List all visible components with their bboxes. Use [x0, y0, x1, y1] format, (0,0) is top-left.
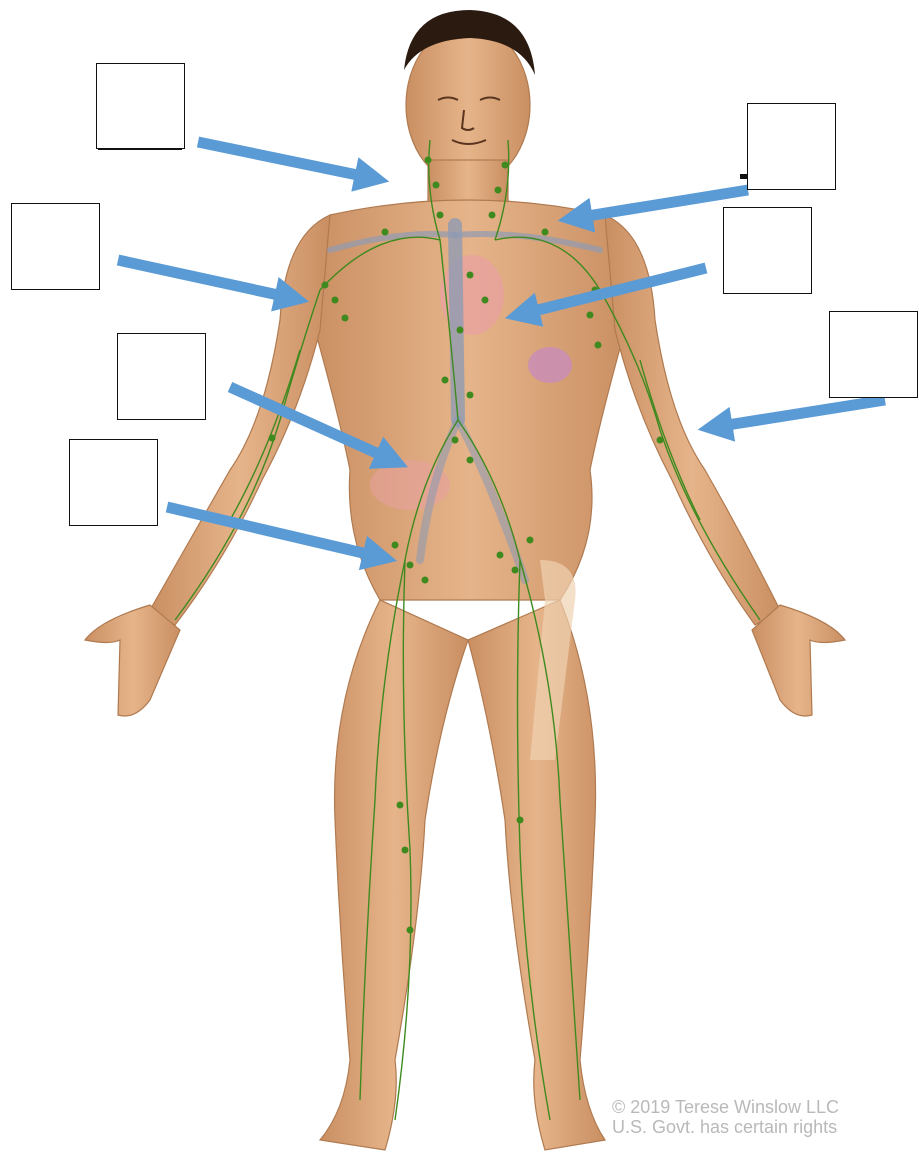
lymph-node	[425, 157, 432, 164]
label-box-thymus[interactable]	[723, 207, 812, 294]
lymph-node	[433, 182, 440, 189]
left-leg	[320, 600, 468, 1150]
label-box-intestine[interactable]	[117, 333, 206, 420]
spleen	[528, 347, 572, 383]
lymph-node	[657, 437, 664, 444]
label-box-axilla[interactable]	[11, 203, 100, 290]
lymph-node	[437, 212, 444, 219]
lymph-node	[397, 802, 404, 809]
copyright-line-2: U.S. Govt. has certain rights	[612, 1117, 912, 1137]
arrow-elbow-right	[715, 400, 885, 427]
lymph-node	[467, 392, 474, 399]
lymph-node	[517, 817, 524, 824]
lymph-node	[595, 342, 602, 349]
label-box-neck[interactable]	[96, 63, 185, 149]
right-hand	[752, 605, 845, 716]
lymph-node	[402, 847, 409, 854]
arrow-neck-left	[198, 142, 372, 178]
lymph-node	[407, 562, 414, 569]
label-box-groin[interactable]	[69, 439, 158, 526]
lymph-node	[467, 272, 474, 279]
lymph-node	[502, 162, 509, 169]
lymph-node	[542, 229, 549, 236]
body-silhouette	[85, 10, 845, 1150]
lymph-node	[467, 457, 474, 464]
copyright-notice: © 2019 Terese Winslow LLC U.S. Govt. has…	[612, 1097, 912, 1137]
arrow-axilla-left	[118, 260, 292, 298]
lymph-node	[489, 212, 496, 219]
lymph-node	[495, 187, 502, 194]
lymph-node	[457, 327, 464, 334]
lymph-node	[392, 542, 399, 549]
lymph-node	[382, 229, 389, 236]
lymph-node	[527, 537, 534, 544]
copyright-line-1: © 2019 Terese Winslow LLC	[612, 1097, 912, 1117]
lymph-node	[452, 437, 459, 444]
label-box-clavicle[interactable]	[747, 103, 836, 190]
left-hand	[85, 605, 180, 716]
lymph-node	[332, 297, 339, 304]
lymph-node	[482, 297, 489, 304]
lymph-node	[322, 282, 329, 289]
lymph-node	[342, 315, 349, 322]
lymph-node	[497, 552, 504, 559]
right-leg	[468, 600, 605, 1150]
lymph-node	[587, 312, 594, 319]
lymph-node	[512, 567, 519, 574]
lymph-node	[422, 577, 429, 584]
label-box-elbow[interactable]	[829, 311, 918, 398]
lymph-node	[442, 377, 449, 384]
lymph-node	[269, 435, 276, 442]
lymph-node	[407, 927, 414, 934]
